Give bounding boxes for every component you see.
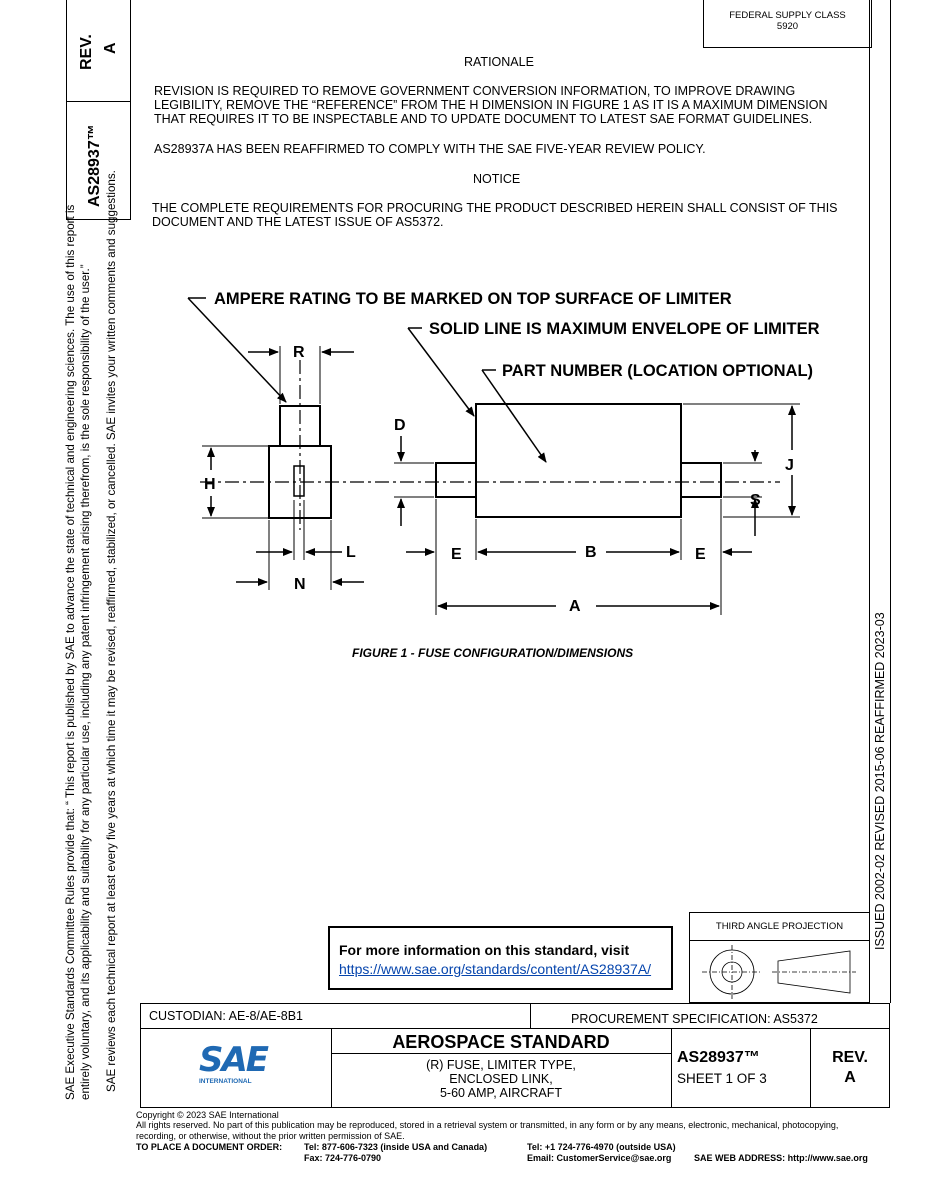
footer-tel-us: Tel: 877-606-7323 (inside USA and Canada… [304, 1142, 488, 1152]
info-box: For more information on this standard, v… [328, 926, 673, 990]
ampere-leader [187, 297, 287, 403]
footer-copyright: Copyright © 2023 SAE International [136, 1110, 279, 1120]
right-border [869, 0, 870, 1003]
sae-logo-sub: INTERNATIONAL [199, 1078, 252, 1085]
projection-label: THIRD ANGLE PROJECTION [690, 913, 869, 941]
end-view-slot [293, 465, 305, 497]
projection-box: THIRD ANGLE PROJECTION [689, 912, 870, 1003]
side-view-terminal-left [435, 462, 477, 498]
title-line: 5-60 AMP, AIRCRAFT [439, 1086, 563, 1100]
supply-class-label: FEDERAL SUPPLY CLASS [729, 10, 846, 21]
rationale-line: THAT REQUIRES IT TO BE INSPECTABLE AND T… [154, 112, 813, 126]
rationale-heading: RATIONALE [464, 55, 534, 69]
dim-label-n: N [294, 576, 306, 593]
supply-class-value: 5920 [776, 21, 799, 32]
callout-ampere: AMPERE RATING TO BE MARKED ON TOP SURFAC… [214, 290, 732, 308]
title-block-left [140, 1003, 141, 1108]
dim-label-l: L [346, 544, 356, 561]
notice-heading: NOTICE [473, 172, 521, 186]
side-strip-border [130, 0, 131, 220]
document-title: (R) FUSE, LIMITER TYPE, ENCLOSED LINK, 5… [331, 1058, 671, 1100]
footer-rights-line: All rights reserved. No part of this pub… [136, 1120, 839, 1130]
footer-order-label: TO PLACE A DOCUMENT ORDER: [136, 1142, 283, 1152]
title-block-divider [671, 1028, 672, 1108]
third-angle-symbol [702, 945, 856, 999]
dim-label-h: H [204, 476, 216, 493]
side-view-body [475, 403, 682, 518]
side-strip-divider [66, 219, 131, 220]
notice-line: THE COMPLETE REQUIREMENTS FOR PROCURING … [152, 201, 838, 215]
notice-line: DOCUMENT AND THE LATEST ISSUE OF AS5372. [152, 215, 444, 229]
title-block-divider [331, 1028, 332, 1108]
side-strip-border [66, 0, 67, 220]
title-block-divider [530, 1003, 531, 1029]
side-view-terminal-right [680, 462, 722, 498]
rationale-paragraph: REVISION IS REQUIRED TO REMOVE GOVERNMEN… [154, 84, 864, 126]
part-leader [481, 369, 547, 463]
title-line: (R) FUSE, LIMITER TYPE, [426, 1058, 576, 1072]
dim-label-s: S [750, 492, 761, 509]
supply-class-box: FEDERAL SUPPLY CLASS 5920 [703, 0, 872, 48]
callout-part-number: PART NUMBER (LOCATION OPTIONAL) [502, 362, 813, 380]
standard-type: AEROSPACE STANDARD [392, 1032, 610, 1052]
title-block-top [140, 1003, 890, 1004]
dim-label-j: J [785, 457, 794, 474]
title-block-bottom [140, 1107, 890, 1108]
callout-solid-line: SOLID LINE IS MAXIMUM ENVELOPE OF LIMITE… [429, 320, 820, 338]
footer-rights: All rights reserved. No part of this pub… [136, 1120, 838, 1141]
footer-tel-intl: Tel: +1 724-776-4970 (outside USA) [527, 1142, 676, 1152]
standard-link[interactable]: https://www.sae.org/standards/content/AS… [339, 961, 652, 977]
dim-label-e-right: E [695, 546, 706, 563]
procurement-spec: PROCUREMENT SPECIFICATION: AS5372 [571, 1012, 818, 1026]
info-box-text: For more information on this standard, v… [339, 942, 630, 958]
sae-logo: SAE INTERNATIONAL [199, 1040, 269, 1086]
rationale-line: LEGIBILITY, REMOVE THE “REFERENCE” FROM … [154, 98, 828, 112]
dim-label-e-left: E [451, 546, 462, 563]
title-line: ENCLOSED LINK, [449, 1072, 553, 1086]
fuse-drawing: AMPERE RATING TO BE MARKED ON TOP SURFAC… [187, 290, 820, 660]
sheet-number: SHEET 1 OF 3 [677, 1071, 767, 1086]
title-block-divider [331, 1053, 671, 1054]
dim-label-a: A [569, 598, 581, 615]
rationale-line: REVISION IS REQUIRED TO REMOVE GOVERNMEN… [154, 84, 796, 98]
dim-label-b: B [585, 544, 597, 561]
dim-label-r: R [293, 344, 305, 361]
custodian: CUSTODIAN: AE-8/AE-8B1 [149, 1009, 303, 1023]
sae-logo-mark: SAE [199, 1040, 269, 1080]
footer-rights-line: recording, or otherwise, without the pri… [136, 1130, 405, 1141]
title-block-divider [810, 1028, 811, 1108]
reaffirmed-paragraph: AS28937A HAS BEEN REAFFIRMED TO COMPLY W… [154, 142, 706, 156]
notice-paragraph: THE COMPLETE REQUIREMENTS FOR PROCURING … [152, 201, 862, 229]
title-rev-label: REV. [832, 1049, 868, 1066]
figure-caption: FIGURE 1 - FUSE CONFIGURATION/DIMENSIONS [352, 646, 633, 660]
title-doc-number: AS28937™ [677, 1049, 760, 1066]
title-block-right [889, 1003, 890, 1108]
right-border [890, 0, 891, 1003]
dim-label-d: D [394, 417, 406, 434]
footer-web: SAE WEB ADDRESS: http://www.sae.org [694, 1153, 868, 1163]
title-rev-value: A [844, 1069, 856, 1086]
side-strip-divider [66, 101, 131, 102]
footer-fax: Fax: 724-776-0790 [304, 1153, 382, 1163]
solid-leader [407, 327, 475, 417]
footer-email: Email: CustomerService@sae.org [527, 1153, 672, 1163]
title-block-row [140, 1028, 890, 1029]
